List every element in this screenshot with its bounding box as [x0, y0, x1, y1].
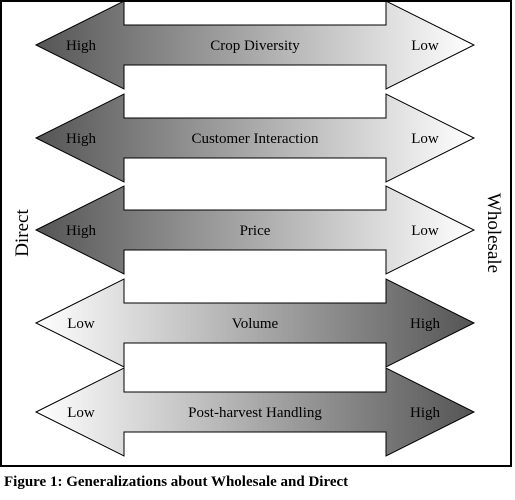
arrow-left-value: Low — [67, 316, 95, 332]
arrow-label: Volume — [232, 316, 279, 332]
arrow-shape — [34, 367, 476, 457]
arrow-right-value: Low — [411, 131, 439, 147]
arrow-crop-diversity: High Crop Diversity Low — [34, 0, 476, 90]
figure-border — [0, 0, 512, 467]
arrow-right-value: High — [410, 405, 441, 421]
arrow-label: Post-harvest Handling — [188, 405, 322, 421]
arrow-right-value: Low — [411, 223, 439, 239]
arrow-left-value: High — [66, 38, 97, 54]
arrow-label: Crop Diversity — [210, 38, 300, 54]
arrow-left-value: High — [66, 131, 97, 147]
arrow-post-harvest-handling: Low Post-harvest Handling High — [34, 367, 476, 457]
side-label-direct: Direct — [12, 209, 33, 257]
arrow-shape — [34, 278, 476, 368]
arrow-shape — [34, 93, 476, 183]
arrow-customer-interaction: High Customer Interaction Low — [34, 93, 476, 183]
arrow-label: Customer Interaction — [191, 131, 319, 147]
arrow-right-value: Low — [411, 38, 439, 54]
arrow-shape — [34, 185, 476, 275]
arrow-shape — [34, 0, 476, 90]
arrow-volume: Low Volume High — [34, 278, 476, 368]
arrow-left-value: Low — [67, 405, 95, 421]
arrow-price: High Price Low — [34, 185, 476, 275]
arrow-label: Price — [240, 223, 271, 239]
arrow-right-value: High — [410, 316, 441, 332]
side-label-wholesale: Wholesale — [483, 193, 504, 273]
arrow-left-value: High — [66, 223, 97, 239]
figure-caption: Figure 1: Generalizations about Wholesal… — [4, 474, 349, 490]
